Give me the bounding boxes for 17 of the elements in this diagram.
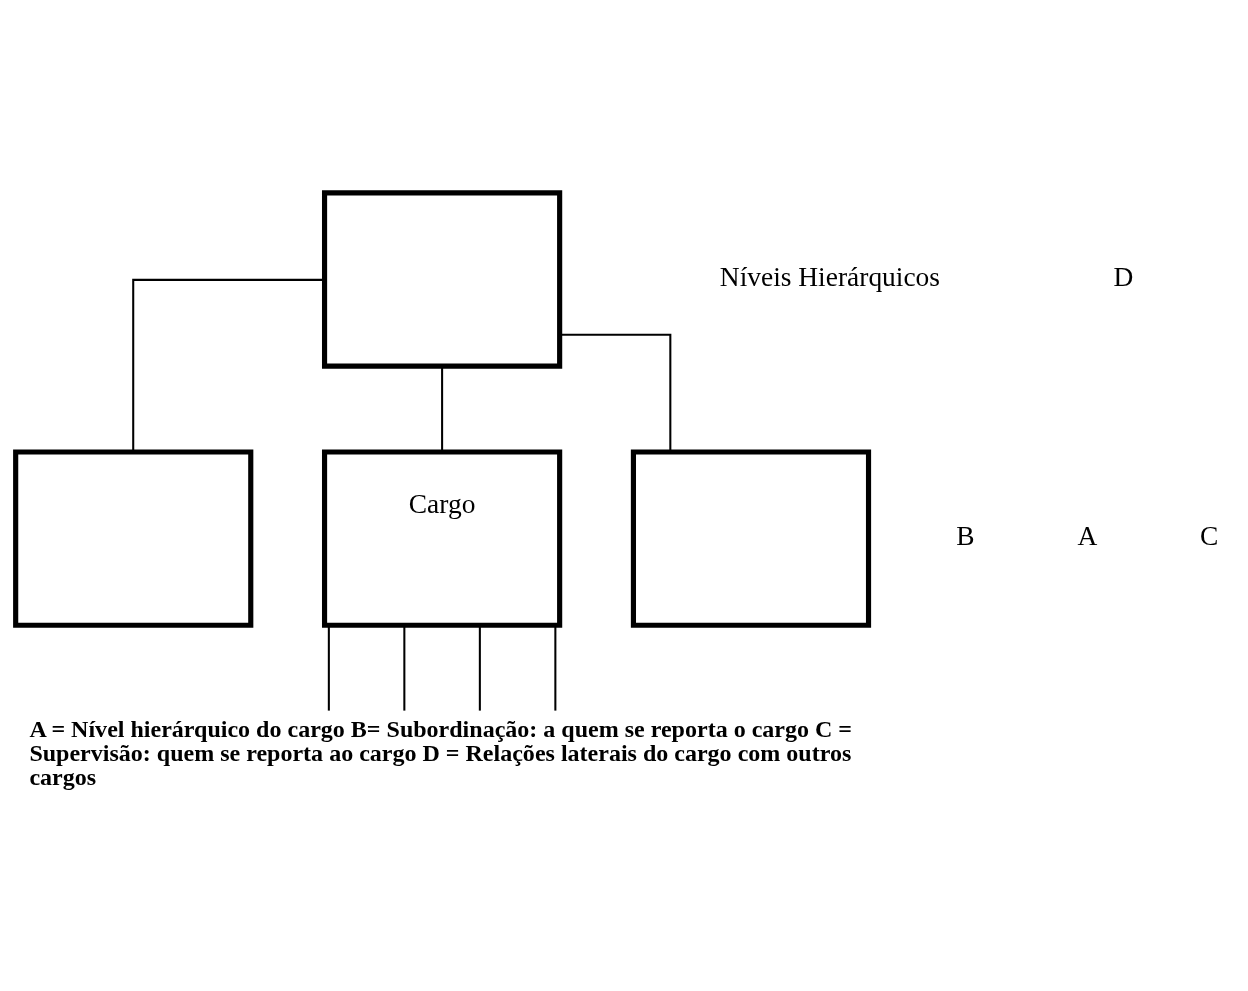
node-box <box>322 190 563 369</box>
connector <box>478 625 481 711</box>
label: A <box>1077 521 1098 552</box>
connector <box>327 625 330 711</box>
label: Níveis Hierárquicos <box>719 262 941 293</box>
connector <box>554 625 557 711</box>
label: B <box>956 521 975 552</box>
node-box: Cargo <box>322 449 563 628</box>
label: D <box>1113 262 1134 293</box>
label: C <box>1200 521 1219 552</box>
connector <box>132 278 325 452</box>
caption: A = Nível hierárquico do cargo B= Subordinação: a quem se reporta o cargo C = Supervisão: quem se reporta ao cargo D = Relações laterais do cargo com outros cargos <box>29 715 853 790</box>
connector <box>403 625 406 711</box>
node-box <box>13 449 254 628</box>
connector <box>441 366 444 452</box>
node-box <box>630 449 872 628</box>
connector <box>560 333 672 452</box>
